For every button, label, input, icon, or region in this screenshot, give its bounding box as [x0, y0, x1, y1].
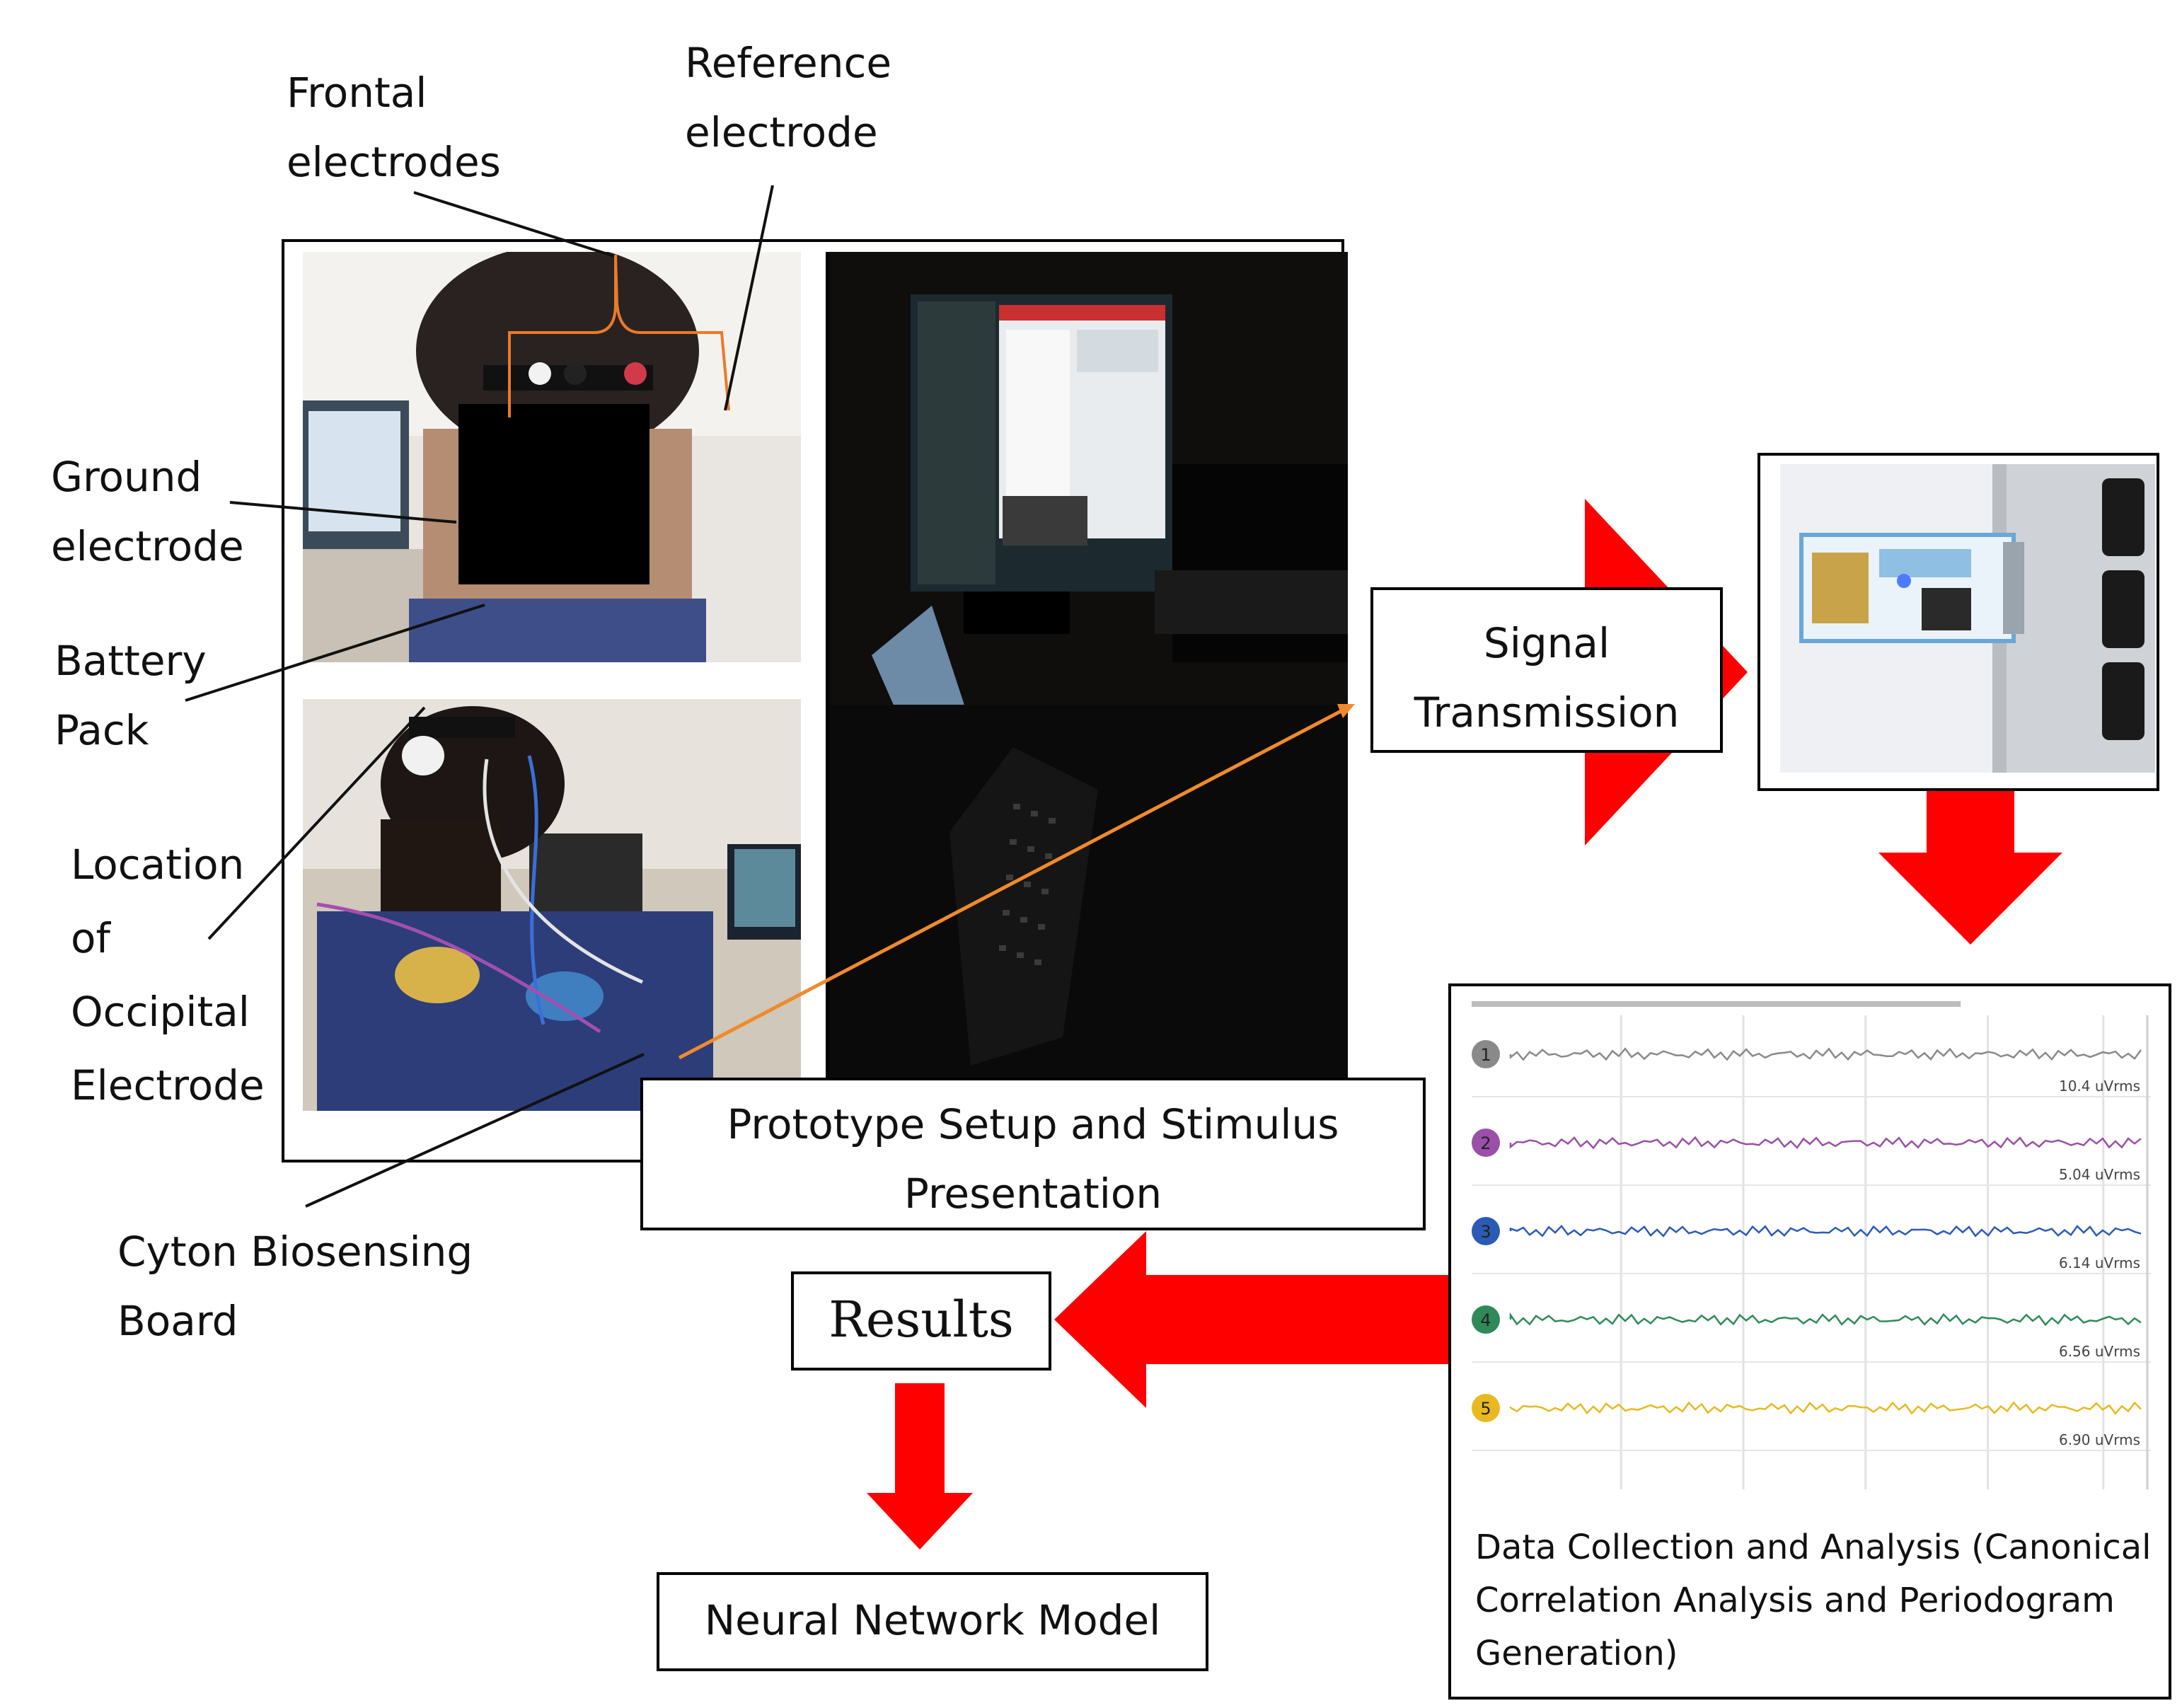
eeg-channel-trace	[1509, 1312, 2142, 1327]
photo-front-view	[303, 252, 801, 662]
photo-back-view	[303, 699, 801, 1111]
prototype-setup-box	[640, 1078, 1426, 1230]
frontal-bracket	[508, 254, 730, 417]
eeg-channel-badge	[1472, 1129, 1500, 1157]
eeg-channel-rms: 6.56 uVrms	[2059, 1343, 2140, 1360]
eeg-channel-trace	[1509, 1401, 2142, 1415]
eeg-channel-number: 4	[1480, 1310, 1491, 1330]
eeg-background	[1472, 994, 2151, 1496]
eeg-channel-number: 5	[1480, 1399, 1491, 1419]
results-box	[791, 1271, 1051, 1371]
eeg-channel-badge	[1472, 1040, 1500, 1068]
eeg-channel-rms: 10.4 uVrms	[2059, 1078, 2140, 1095]
arrow-to-data	[1878, 711, 2062, 945]
eeg-channel-number: 1	[1480, 1045, 1491, 1065]
eeg-channel-trace	[1509, 1224, 2142, 1237]
eeg-channel-number: 2	[1480, 1133, 1491, 1153]
eeg-channel-rms: 5.04 uVrms	[2059, 1166, 2140, 1183]
eeg-channel-trace	[1509, 1047, 2142, 1061]
neural-network-box	[657, 1572, 1208, 1671]
eeg-channel-rms: 6.14 uVrms	[2059, 1254, 2140, 1271]
photo-stimulus-monitor	[826, 252, 1348, 1087]
eeg-channel-badge	[1472, 1305, 1500, 1334]
eeg-channel-trace	[1509, 1136, 2142, 1150]
arrow-to-neural	[867, 1383, 973, 1550]
results-text: Results	[829, 1291, 1014, 1349]
eeg-channel-badge	[1472, 1394, 1500, 1422]
eeg-channel-rms: 6.90 uVrms	[2059, 1431, 2140, 1448]
signal-transmission-box	[1370, 587, 1723, 753]
arrow-to-results	[1054, 1231, 1450, 1408]
neural-network-text: Neural Network Model	[704, 1596, 1161, 1644]
eeg-channel-number: 3	[1480, 1222, 1491, 1242]
eeg-channel-badge	[1472, 1217, 1500, 1245]
eeg-time-series: 1 10.4 uVrms 2 5.04 uVrms 3 6.14 uVrms 4 6.56 u…	[1472, 994, 2151, 1496]
photo-usb-dongle	[1780, 464, 2155, 773]
eeg-header-bar	[1472, 1001, 1961, 1007]
